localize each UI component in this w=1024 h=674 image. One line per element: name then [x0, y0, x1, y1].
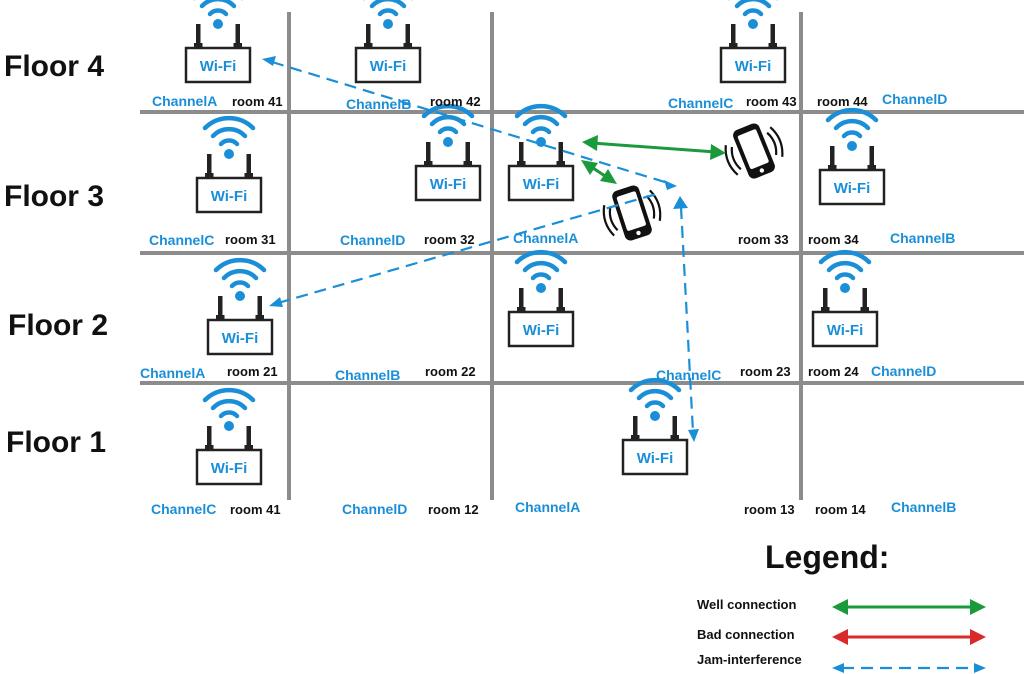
- legend-label-jam: Jam-interference: [697, 652, 802, 667]
- floor-label-4: Floor 4: [4, 50, 104, 83]
- svg-text:Wi-Fi: Wi-Fi: [430, 176, 467, 193]
- well-connection-arrow: [581, 160, 617, 184]
- svg-text:Wi-Fi: Wi-Fi: [834, 180, 871, 197]
- channel-label: ChannelA: [515, 499, 580, 515]
- channel-label: ChannelD: [882, 91, 947, 107]
- channel-label: ChannelB: [335, 367, 400, 383]
- channel-label: ChannelB: [891, 499, 956, 515]
- room-label: room 21: [227, 364, 278, 379]
- room-label: room 14: [815, 502, 866, 517]
- wifi-router-icon: Wi-Fi: [509, 106, 573, 200]
- floor-label-1: Floor 1: [6, 426, 106, 459]
- svg-text:Wi-Fi: Wi-Fi: [211, 460, 248, 477]
- wifi-router-icon: Wi-Fi: [197, 118, 261, 212]
- room-label: room 42: [430, 94, 481, 109]
- channel-label: ChannelD: [340, 232, 405, 248]
- legend-label-bad: Bad connection: [697, 627, 795, 642]
- wifi-router-icon: Wi-Fi: [623, 380, 687, 474]
- floor-label-3: Floor 3: [4, 180, 104, 213]
- svg-text:Wi-Fi: Wi-Fi: [523, 176, 560, 193]
- room-label: room 44: [817, 94, 868, 109]
- smartphone-icon: [596, 178, 668, 248]
- channel-label: ChannelD: [871, 363, 936, 379]
- channel-label: ChannelA: [140, 365, 205, 381]
- channel-label: ChannelB: [346, 96, 411, 112]
- channel-label: ChannelB: [890, 230, 955, 246]
- jam-interference-arrows: [271, 60, 695, 433]
- room-label: room 13: [744, 502, 795, 517]
- svg-text:Wi-Fi: Wi-Fi: [637, 450, 674, 467]
- svg-text:Wi-Fi: Wi-Fi: [523, 322, 560, 339]
- floor-grid: [140, 12, 1024, 500]
- svg-text:Wi-Fi: Wi-Fi: [370, 58, 407, 75]
- legend-label-well: Well connection: [697, 597, 796, 612]
- well-connection-arrow: [582, 135, 726, 160]
- channel-label: ChannelA: [152, 93, 217, 109]
- wifi-router-icon: Wi-Fi: [186, 0, 250, 82]
- room-label: room 12: [428, 502, 479, 517]
- wifi-router-icon: Wi-Fi: [197, 390, 261, 484]
- smartphone-icon: [717, 115, 791, 187]
- svg-text:Wi-Fi: Wi-Fi: [211, 188, 248, 205]
- room-label: room 31: [225, 232, 276, 247]
- wifi-router-icon: Wi-Fi: [721, 0, 785, 82]
- channel-label: ChannelC: [668, 95, 733, 111]
- channel-label: ChannelA: [513, 230, 578, 246]
- room-label: room 33: [738, 232, 789, 247]
- svg-text:Wi-Fi: Wi-Fi: [222, 330, 259, 347]
- svg-text:Wi-Fi: Wi-Fi: [200, 58, 237, 75]
- room-label: room 22: [425, 364, 476, 379]
- wifi-router-icon: Wi-Fi: [813, 252, 877, 346]
- floor-label-2: Floor 2: [8, 309, 108, 342]
- wifi-router-icon: Wi-Fi: [820, 110, 884, 204]
- wifi-router-icon: Wi-Fi: [208, 260, 272, 354]
- svg-text:Wi-Fi: Wi-Fi: [827, 322, 864, 339]
- room-label: room 43: [746, 94, 797, 109]
- room-label: room 23: [740, 364, 791, 379]
- room-label: room 24: [808, 364, 859, 379]
- legend: Legend: Well connection Bad connection J…: [697, 539, 986, 673]
- room-label: room 32: [424, 232, 475, 247]
- svg-text:Wi-Fi: Wi-Fi: [735, 58, 772, 75]
- channel-label: ChannelD: [342, 501, 407, 517]
- wifi-router-icon: Wi-Fi: [416, 106, 480, 200]
- room-label: room 41: [232, 94, 283, 109]
- channel-label: ChannelC: [656, 367, 721, 383]
- wifi-router-icon: Wi-Fi: [509, 252, 573, 346]
- wifi-router-icon: Wi-Fi: [356, 0, 420, 82]
- channel-label: ChannelC: [151, 501, 216, 517]
- room-label: room 34: [808, 232, 859, 247]
- channel-label: ChannelC: [149, 232, 214, 248]
- room-label: room 41: [230, 502, 281, 517]
- legend-title: Legend:: [765, 539, 889, 575]
- jam-arrowheads: [262, 56, 699, 442]
